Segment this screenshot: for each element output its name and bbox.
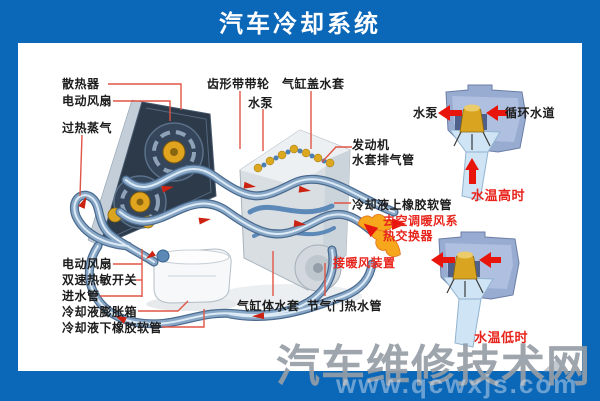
flow-arrow-icon [438,105,462,121]
leader-lines [79,83,352,328]
watermark-site-name: 汽车维修技术网 [276,342,591,391]
flow-arrow-icon [479,252,501,268]
label-toothed-belt-pulley: 齿形带带轮 [207,77,270,91]
label-temp-high: 水温高时 [471,188,526,203]
page-title: 汽车冷却系统 [219,11,381,38]
label-heater-connect: 接暖风装置 [333,256,396,270]
label-throttle-hot-pipe: 节气门热水管 [307,299,383,313]
expansion-tank-illustration [152,248,232,304]
label-lower-hose: 冷却液下橡胶软管 [62,321,163,335]
thermostat-low-illustration [431,231,520,348]
label-dual-speed-switch: 双速热敏开关 [62,273,138,287]
label-engine-line1: 发动机 [352,138,390,152]
label-radiator: 散热器 [62,77,100,91]
engine-illustration [239,129,351,292]
label-electric-fan-bottom: 电动风扇 [62,257,113,271]
tank-cap-icon [156,249,170,263]
label-overheat-steam: 过热蒸气 [62,121,113,135]
valve-train-dots [253,144,335,173]
thermostat-high-illustration [438,84,527,201]
label-engine: 发动机 水套排气管 [352,138,415,168]
label-inlet-pipe: 进水管 [62,289,100,303]
label-to-ac-heater: 去空调暖风系 热交换器 [383,214,458,244]
flow-arrow-icon [486,105,508,121]
label-to-ac-line2: 热交换器 [383,229,434,243]
label-to-ac-line1: 去空调暖风系 [383,214,459,228]
label-electric-fan-top: 电动风扇 [62,94,113,108]
flow-arrow-icon [465,158,479,184]
label-cylinder-block-jacket: 气缸体水套 [237,299,300,313]
label-cylinder-head-jacket: 气缸盖水套 [282,77,345,91]
flow-arrow-icon [431,252,455,268]
watermark-site-url: www.qcwxjs.com [336,369,579,399]
label-expansion-tank: 冷却液膨胀箱 [62,305,138,319]
page-curl [543,358,563,372]
label-temp-low: 水温低时 [474,330,529,345]
flame-arrow-icon [363,223,401,257]
label-water-pump: 水泵 [248,96,274,110]
label-water-pump-right: 水泵 [413,106,439,120]
label-engine-line2: 水套排气管 [352,153,415,167]
label-upper-hose: 冷却液上橡胶软管 [352,198,453,212]
label-circulation-channel: 循环水道 [505,106,556,120]
flow-direction-arrows [78,181,311,324]
